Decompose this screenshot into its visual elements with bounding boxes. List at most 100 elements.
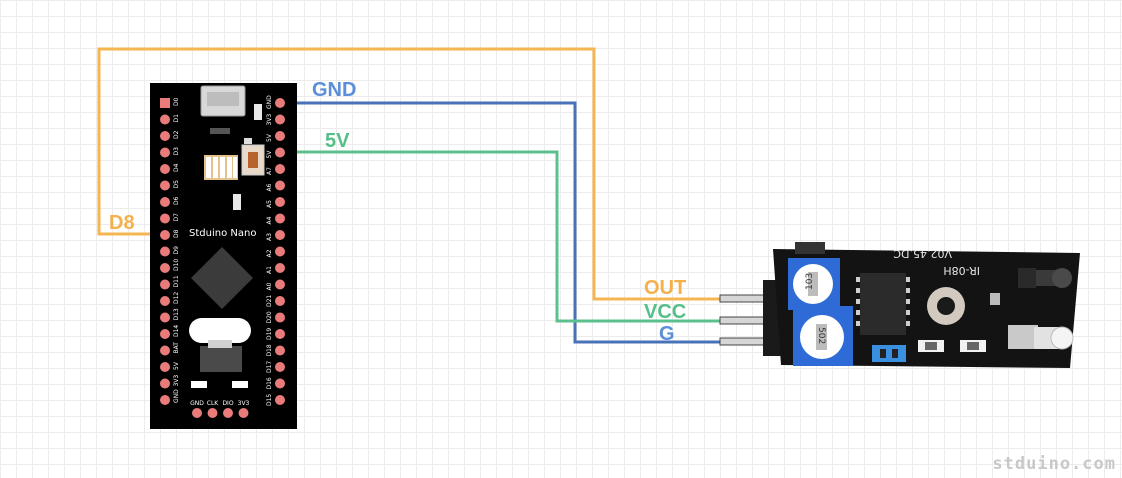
comparator-ic bbox=[860, 273, 906, 335]
right-pin: D19 bbox=[266, 328, 285, 340]
right-pin: 3V3 bbox=[266, 114, 285, 126]
sensor-out-label: OUT bbox=[644, 277, 686, 299]
bottom-pin: 3V3 bbox=[238, 400, 250, 418]
left-pin-label: D13 bbox=[173, 308, 180, 320]
right-pin-label: 5V bbox=[266, 133, 273, 142]
left-pin-label: BAT bbox=[173, 342, 180, 354]
right-pin-label: A6 bbox=[266, 183, 273, 191]
potentiometer-top: 103 bbox=[788, 258, 840, 310]
left-pin: D7 bbox=[160, 213, 180, 224]
left-pin-label: D12 bbox=[173, 292, 180, 304]
bottom-pin: CLK bbox=[207, 400, 220, 418]
left-pin-label: D8 bbox=[173, 229, 180, 238]
right-pin-label: D18 bbox=[266, 344, 273, 356]
left-pin: D0 bbox=[160, 97, 180, 108]
left-pin: D8 bbox=[160, 229, 180, 240]
left-pin: D4 bbox=[160, 163, 180, 174]
right-pin-label: A3 bbox=[266, 233, 273, 241]
right-pin-label: A4 bbox=[266, 216, 273, 224]
right-pin: A6 bbox=[266, 180, 285, 192]
right-pin-label: 5V bbox=[266, 150, 273, 159]
right-pin: D15 bbox=[266, 394, 285, 406]
right-pin: A4 bbox=[266, 213, 285, 225]
right-pin-label: A1 bbox=[266, 266, 273, 274]
mcu-chip bbox=[191, 247, 253, 309]
left-pin: BAT bbox=[160, 342, 180, 356]
right-pin: A5 bbox=[266, 197, 285, 208]
bottom-pin-label: GND bbox=[190, 400, 204, 407]
right-pin: 5V bbox=[266, 131, 285, 142]
right-pin-label: D16 bbox=[266, 377, 273, 389]
svg-text:103: 103 bbox=[805, 273, 815, 290]
right-pin-label: A2 bbox=[266, 249, 273, 257]
right-pin: 5V bbox=[266, 147, 285, 159]
right-pin-label: GND bbox=[266, 95, 273, 109]
left-pin-label: D1 bbox=[173, 114, 180, 123]
left-pin-label: D0 bbox=[173, 97, 180, 106]
right-pin-label: D20 bbox=[266, 311, 273, 323]
ir-emitter bbox=[1008, 325, 1074, 350]
gnd-wire bbox=[280, 101, 728, 344]
left-pin-label: 5V bbox=[173, 361, 180, 370]
left-pin: D10 bbox=[160, 259, 180, 273]
sensor-vcc-label: VCC bbox=[644, 301, 686, 323]
right-pin-label: A5 bbox=[266, 200, 273, 208]
gnd-wire-label: GND bbox=[312, 79, 356, 101]
signal-wire bbox=[97, 47, 728, 301]
svg-text:502: 502 bbox=[816, 327, 826, 344]
vcc-wire-label: 5V bbox=[325, 130, 350, 152]
right-pin-label: A0 bbox=[266, 282, 273, 290]
bottom-pin-label: DIO bbox=[222, 400, 233, 407]
wires bbox=[97, 47, 728, 344]
ir-sensor-module: 103 502 V02.45.DC IR-08H bbox=[719, 242, 1080, 368]
right-pin: A2 bbox=[266, 246, 285, 258]
left-pin-label: D6 bbox=[173, 196, 180, 205]
left-pin: 5V bbox=[160, 361, 180, 372]
left-pin-label: D4 bbox=[173, 163, 180, 172]
left-pin-label: D9 bbox=[173, 246, 180, 255]
sensor-version: V02.45.DC bbox=[893, 247, 952, 260]
left-pin: D13 bbox=[160, 308, 180, 323]
vcc-wire bbox=[280, 150, 728, 323]
right-pin-label: D19 bbox=[266, 328, 273, 340]
led-array bbox=[204, 155, 238, 180]
left-pin-label: D2 bbox=[173, 130, 180, 139]
right-pin-header: GND3V35V5VA7A6A5A4A3A2A1A0D21D20D19D18D1… bbox=[266, 95, 285, 406]
signal-wire-label: D8 bbox=[109, 212, 135, 234]
jumper bbox=[872, 345, 906, 362]
crystal bbox=[189, 318, 251, 343]
left-pin: 3V3 bbox=[160, 375, 180, 389]
bottom-pin: GND bbox=[190, 400, 204, 418]
right-pin-label: 3V3 bbox=[266, 114, 273, 126]
left-pin: D6 bbox=[160, 196, 180, 207]
left-pin-label: 3V3 bbox=[173, 375, 180, 387]
left-pin: D9 bbox=[160, 246, 180, 257]
sensor-model: IR-08H bbox=[943, 264, 980, 277]
left-pin: D2 bbox=[160, 130, 180, 141]
left-pin-label: D14 bbox=[173, 325, 180, 337]
left-pin: D5 bbox=[160, 180, 180, 191]
potentiometer-bottom: 502 bbox=[793, 306, 853, 366]
left-pin-label: D11 bbox=[173, 275, 180, 287]
board-name: Stduino Nano bbox=[189, 228, 256, 239]
right-pin: A0 bbox=[266, 279, 285, 291]
left-pin: D14 bbox=[160, 325, 180, 339]
sensor-g-label: G bbox=[659, 323, 675, 345]
right-pin: D16 bbox=[266, 377, 285, 390]
left-pin-label: D3 bbox=[173, 147, 180, 156]
led bbox=[254, 104, 262, 120]
bottom-pin-label: CLK bbox=[207, 400, 220, 407]
right-pin: GND bbox=[266, 95, 285, 109]
left-pin: D11 bbox=[160, 275, 180, 290]
left-pin-label: D5 bbox=[173, 180, 180, 189]
right-pin: D21 bbox=[266, 295, 285, 307]
right-pin: D20 bbox=[266, 311, 285, 324]
right-pin: A3 bbox=[266, 230, 285, 241]
left-pin: D3 bbox=[160, 147, 180, 158]
voltage-regulator bbox=[200, 346, 242, 372]
left-pin-label: GND bbox=[173, 389, 180, 403]
right-pin-label: D15 bbox=[266, 394, 273, 406]
